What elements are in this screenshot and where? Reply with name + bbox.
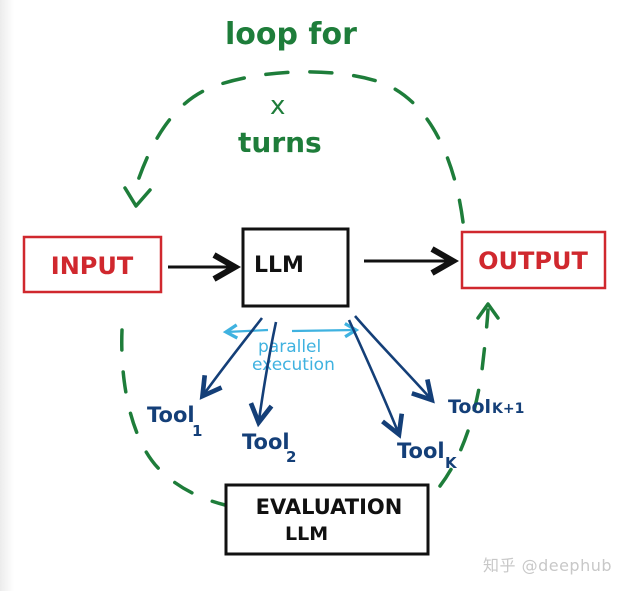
input-box: [22, 235, 163, 294]
parallel-label-line2: execution: [252, 355, 335, 375]
loop-arrowhead-down-icon: [123, 186, 152, 208]
loop-label-line2: x: [270, 91, 285, 121]
loop-arc-top: [131, 70, 465, 224]
loop-label-line3: turns: [238, 126, 322, 159]
watermark: 知乎 @deephub: [483, 556, 613, 575]
evaluation-label-line1: EVALUATION: [256, 495, 403, 519]
parallel-arrow-left: [222, 323, 269, 340]
llm-label: LLM: [254, 253, 304, 278]
tool-1-name: Tool: [147, 403, 195, 427]
parallel-arrow-right: [291, 322, 360, 339]
tool-2-name: Tool: [242, 430, 290, 454]
arrow-llm-to-tool-2: [248, 321, 278, 428]
llm-box: [241, 227, 350, 308]
loop-arc-left-bottom: [120, 328, 227, 507]
tool-k-subscript: K: [445, 454, 458, 472]
tool-1-subscript: 1: [192, 422, 202, 440]
output-box: [460, 230, 607, 290]
tool-k-name: Tool: [397, 439, 445, 463]
loop-label-line1: loop for: [225, 17, 357, 52]
input-label: INPUT: [51, 252, 134, 280]
evaluation-llm-box: [224, 483, 430, 556]
tool-2-subscript: 2: [286, 448, 296, 466]
left-edge-shade: [0, 0, 14, 591]
output-label: OUTPUT: [478, 247, 588, 275]
arrow-llm-to-tool-1: [199, 317, 264, 400]
loop-arrowhead-up-icon: [476, 302, 500, 320]
tool-1-label: Tool 1: [147, 403, 202, 440]
parallel-label-line1: parallel: [258, 337, 321, 357]
tool-k-label: Tool K: [397, 439, 458, 472]
tool-k-plus-1-label: Tool K+1: [448, 396, 524, 418]
tool-k-plus-1-name: Tool: [448, 396, 491, 418]
arrow-llm-to-tool-k-plus-1: [354, 315, 435, 404]
tool-k-plus-1-subscript: K+1: [492, 401, 524, 417]
evaluation-label-line2: LLM: [285, 523, 328, 545]
tool-2-label: Tool 2: [242, 430, 296, 466]
arrow-llm-to-tool-k: [347, 319, 405, 439]
